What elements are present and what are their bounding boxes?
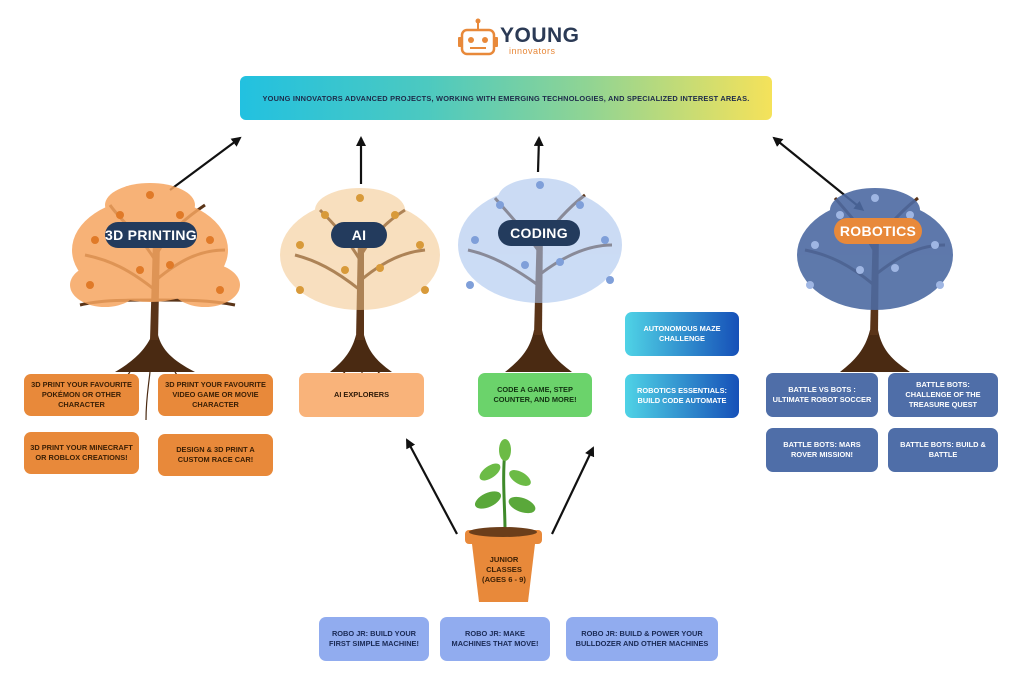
coding-box: CODE A GAME, STEP COUNTER, AND MORE! [478,373,592,417]
label-3d-printing: 3D PRINTING [105,222,197,248]
junior-label: JUNIOR CLASSES (AGES 6 - 9) [482,554,526,585]
printing-box-2: 3D PRINT YOUR FAVOURITE VIDEO GAME OR MO… [158,374,273,416]
junior-box-2: ROBO JR: MAKE MACHINES THAT MOVE! [440,617,550,661]
logo-name: YOUNG [500,24,580,47]
junior-box-1: ROBO JR: BUILD YOUR FIRST SIMPLE MACHINE… [319,617,429,661]
robotics-box-3: BATTLE BOTS: MARS ROVER MISSION! [766,428,878,472]
banner-text: YOUNG INNOVATORS ADVANCED PROJECTS, WORK… [262,93,750,103]
tree-ai [280,188,440,392]
tree-robotics [797,188,953,372]
banner: YOUNG INNOVATORS ADVANCED PROJECTS, WORK… [240,76,772,120]
ai-box: AI EXPLORERS [299,373,424,417]
side-box-maze: AUTONOMOUS MAZE CHALLENGE [625,312,739,356]
tree-coding [458,178,622,372]
arrow-junior-ai [406,438,458,535]
arrow-junior-coding [551,446,595,535]
robotics-box-4: BATTLE BOTS: BUILD & BATTLE [888,428,998,472]
robotics-box-2: BATTLE BOTS: CHALLENGE OF THE TREASURE Q… [888,373,998,417]
robotics-box-1: BATTLE VS BOTS : ULTIMATE ROBOT SOCCER [766,373,878,417]
label-coding: CODING [498,220,580,246]
label-robotics: ROBOTICS [834,218,922,244]
side-box-essentials: ROBOTICS ESSENTIALS: BUILD CODE AUTOMATE [625,374,739,418]
printing-box-3: 3D PRINT YOUR MINECRAFT OR ROBLOX CREATI… [24,432,139,474]
robot-head-icon [458,18,498,56]
label-ai: AI [331,222,387,248]
printing-box-1: 3D PRINT YOUR FAVOURITE POKÉMON OR OTHER… [24,374,139,416]
arrow-printing [169,136,242,191]
arrow-coding [533,136,544,173]
plant-pot-icon [465,439,542,602]
logo-sub: innovators [509,46,556,56]
printing-box-4: DESIGN & 3D PRINT A CUSTOM RACE CAR! [158,434,273,476]
junior-box-3: ROBO JR: BUILD & POWER YOUR BULLDOZER AN… [566,617,718,661]
